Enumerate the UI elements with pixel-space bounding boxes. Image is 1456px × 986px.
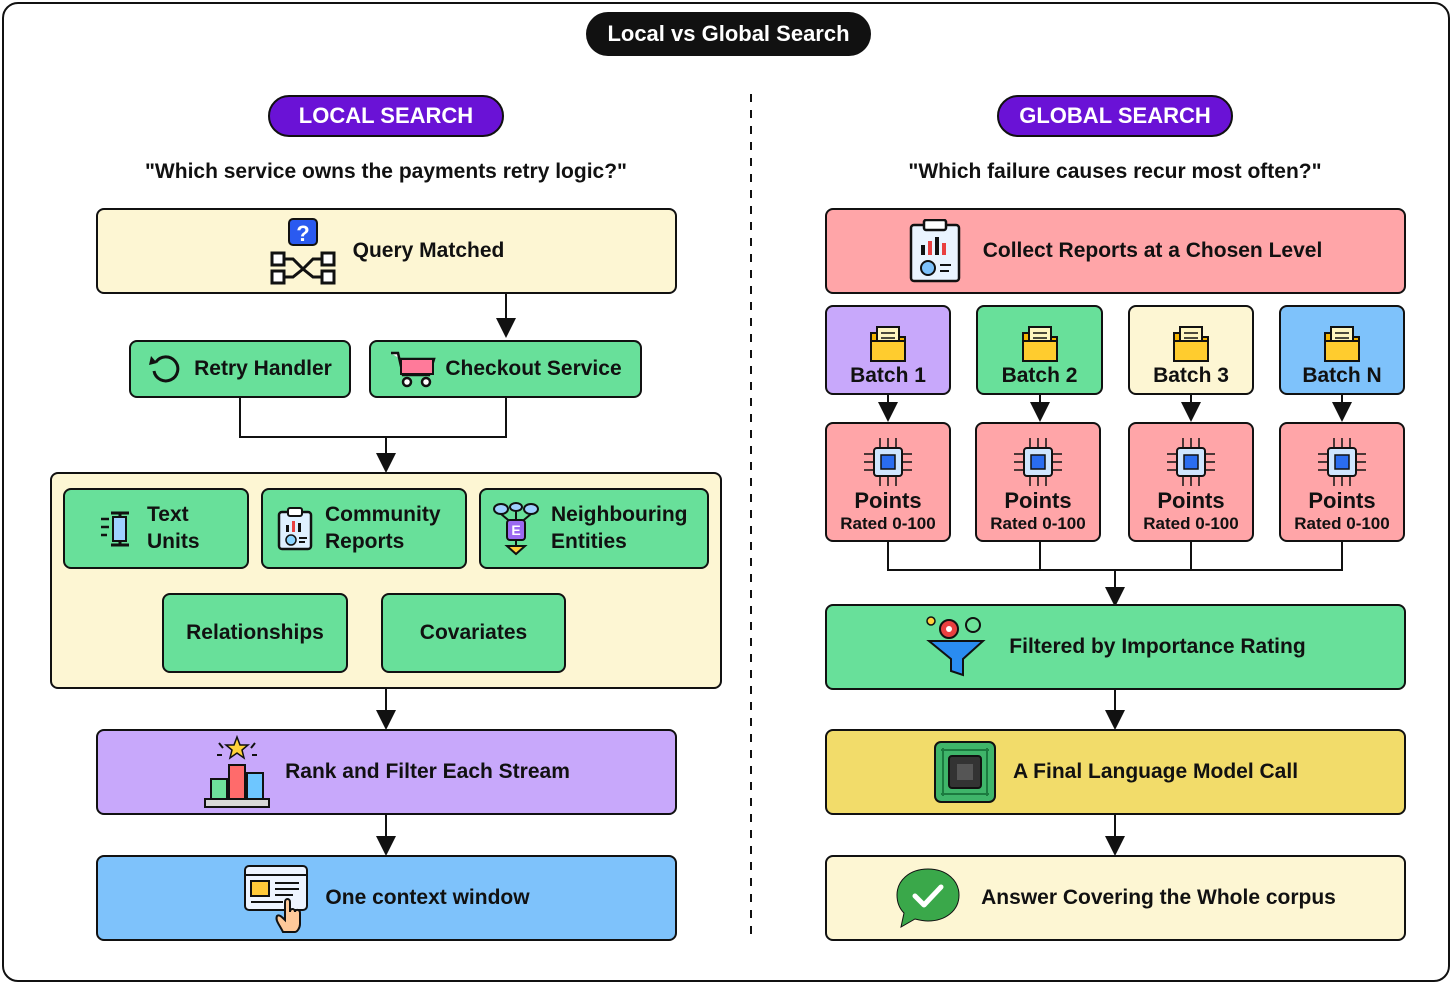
community-reports-box: Community Reports: [261, 488, 467, 569]
filter-importance-box: Filtered by Importance Rating: [825, 604, 1406, 690]
neighbouring-entities-box: E Neighbouring Entities: [479, 488, 709, 569]
context-window-box: One context window: [96, 855, 677, 941]
batch-3-label: Batch 3: [1153, 363, 1229, 387]
final-llm-label: A Final Language Model Call: [1012, 759, 1299, 783]
local-question: "Which service owns the payments retry l…: [144, 160, 628, 183]
folder-icon: [870, 325, 906, 362]
points-2-sub: Rated 0-100: [990, 514, 1086, 533]
folder-icon: [1021, 325, 1058, 362]
query-matched-box: ? Query Matched: [96, 208, 677, 294]
points-box-1: Points Rated 0-100: [825, 422, 951, 542]
points-1-sub: Rated 0-100: [840, 514, 936, 533]
batch-n-label: Batch N: [1302, 363, 1382, 387]
rank-filter-box: Rank and Filter Each Stream: [96, 729, 677, 815]
neighbouring-entities-label: Neighbouring Entities: [551, 502, 687, 555]
network-question-icon: ?: [270, 218, 336, 285]
ranking-podium-icon: [204, 735, 271, 808]
shopping-cart-icon: [391, 351, 437, 388]
retry-handler-label: Retry Handler: [194, 356, 332, 380]
collect-reports-box: Collect Reports at a Chosen Level: [825, 208, 1406, 294]
merge-services: [239, 397, 507, 438]
relationships-box: Relationships: [162, 593, 348, 673]
check-bubble-icon: [896, 868, 960, 928]
points-box-2: Points Rated 0-100: [975, 422, 1101, 542]
chip-icon: [1014, 438, 1062, 486]
collect-reports-label: Collect Reports at a Chosen Level: [982, 238, 1323, 262]
svg-text:E: E: [511, 522, 520, 538]
answer-label: Answer Covering the Whole corpus: [981, 885, 1336, 909]
text-units-label: Text Units: [147, 502, 200, 555]
batch-2-box: Batch 2: [976, 305, 1103, 395]
browser-click-icon: [244, 865, 309, 933]
covariates-box: Covariates: [381, 593, 566, 673]
points-box-4: Points Rated 0-100: [1279, 422, 1405, 542]
batch-3-box: Batch 3: [1128, 305, 1254, 395]
local-search-tag: LOCAL SEARCH: [268, 95, 504, 137]
final-llm-box: A Final Language Model Call: [825, 729, 1406, 815]
text-units-line2: Units: [147, 529, 200, 553]
global-question: "Which failure causes recur most often?": [908, 160, 1322, 183]
covariates-label: Covariates: [419, 620, 528, 644]
checkout-service-label: Checkout Service: [445, 356, 622, 380]
context-window-label: One context window: [325, 885, 530, 909]
points-4-sub: Rated 0-100: [1294, 514, 1390, 533]
points-2-title: Points: [1004, 488, 1072, 513]
text-units-box: Text Units: [63, 488, 249, 569]
points-1-title: Points: [854, 488, 922, 513]
retry-icon: [149, 355, 180, 383]
relationships-label: Relationships: [186, 620, 324, 644]
circuit-board-icon: [933, 741, 996, 803]
points-box-3: Points Rated 0-100: [1128, 422, 1254, 542]
points-4-title: Points: [1308, 488, 1376, 513]
page-title: Local vs Global Search: [586, 12, 871, 56]
clipboard-chart-icon: [909, 219, 960, 283]
svg-text:?: ?: [296, 221, 309, 246]
checkout-service-box: Checkout Service: [369, 340, 642, 398]
community-reports-line1: Community: [325, 503, 441, 527]
community-reports-line2: Reports: [325, 529, 405, 553]
folder-icon: [1324, 325, 1360, 362]
merge-points: [887, 541, 1343, 571]
text-units-line1: Text: [147, 503, 189, 527]
batch-1-box: Batch 1: [825, 305, 951, 395]
retry-handler-box: Retry Handler: [129, 340, 351, 398]
entity-graph-icon: E: [493, 501, 539, 555]
chip-icon: [864, 438, 912, 486]
chip-icon: [1167, 438, 1215, 486]
answer-box: Answer Covering the Whole corpus: [825, 855, 1406, 941]
report-clipboard-icon: [277, 506, 313, 550]
batch-1-label: Batch 1: [850, 363, 926, 387]
filter-importance-label: Filtered by Importance Rating: [1009, 634, 1306, 658]
text-cursor-icon: [101, 511, 129, 546]
points-3-title: Points: [1157, 488, 1225, 513]
neighbouring-entities-line2: Entities: [551, 529, 627, 553]
batch-2-label: Batch 2: [1001, 363, 1078, 387]
batch-n-box: Batch N: [1279, 305, 1405, 395]
neighbouring-entities-line1: Neighbouring: [551, 503, 688, 527]
community-reports-label: Community Reports: [325, 502, 441, 555]
chip-icon: [1318, 438, 1366, 486]
rank-filter-label: Rank and Filter Each Stream: [285, 759, 570, 783]
global-search-tag: GLOBAL SEARCH: [997, 95, 1233, 137]
folder-icon: [1173, 325, 1209, 362]
filter-funnel-icon: [926, 616, 986, 677]
query-matched-label: Query Matched: [352, 238, 505, 262]
points-3-sub: Rated 0-100: [1143, 514, 1239, 533]
